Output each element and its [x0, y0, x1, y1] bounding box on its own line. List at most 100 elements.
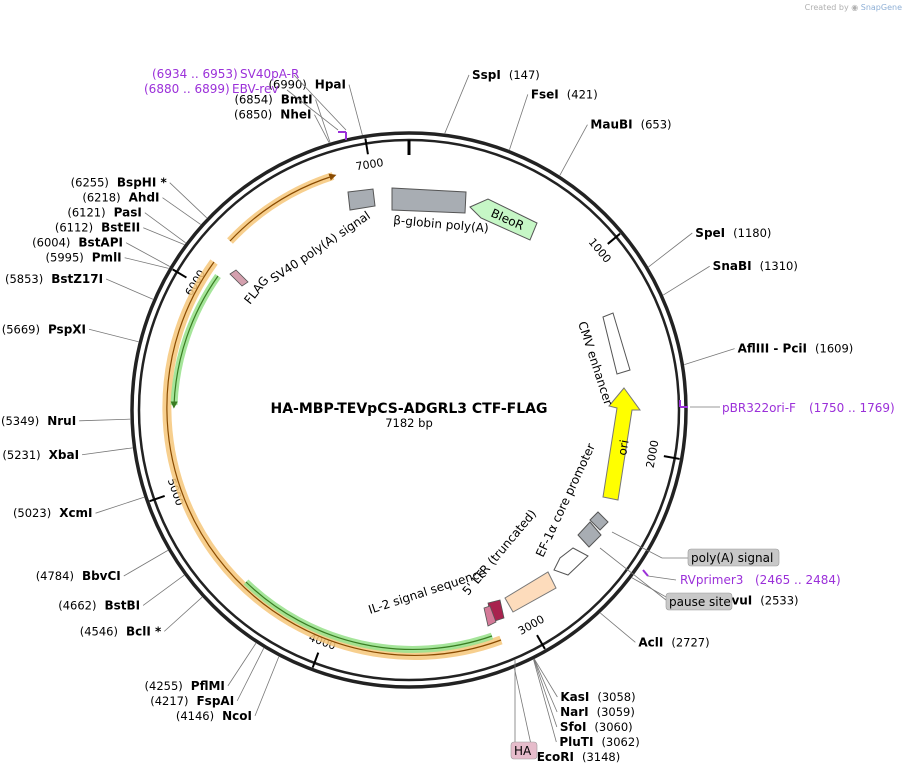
site-name: NheI	[280, 108, 311, 122]
site-position: (5023)	[13, 506, 51, 520]
site-position: (4784)	[36, 569, 74, 583]
site-position: (5669)	[2, 322, 40, 336]
site-leader-line	[600, 612, 636, 643]
site-name: BmtI	[281, 93, 313, 107]
site-leader-line	[162, 197, 201, 225]
tick-label: 2000	[644, 439, 662, 469]
site-name: BstAPI	[78, 236, 123, 250]
restriction-site: MauBI(653)	[590, 118, 671, 132]
orf-green-upper-line	[170, 275, 219, 409]
site-position: (3148)	[582, 750, 620, 764]
ha-box-label: HA	[514, 744, 532, 758]
restriction-site: FspAI (4217)	[150, 694, 234, 708]
tick-mark	[364, 138, 369, 155]
restriction-site: BstBI (4662)	[58, 598, 140, 612]
pause-site-box-label: pause site	[669, 595, 731, 609]
restriction-site: NarI(3059)	[560, 705, 635, 719]
il2-signal-shape-2	[483, 605, 497, 627]
site-leader-line	[315, 99, 331, 143]
tick-label: 1000	[586, 236, 614, 266]
site-name: PluTI	[559, 735, 593, 749]
site-position: (5349)	[1, 414, 39, 428]
primer-ebv-rev: (6880 .. 6899) EBV-rev	[144, 82, 278, 96]
site-name: FspAI	[196, 694, 234, 708]
site-position: (4146)	[176, 709, 214, 723]
restriction-site: PasI(6121)	[67, 206, 141, 220]
site-position: (6850)	[234, 108, 272, 122]
site-name: BstEII	[101, 221, 140, 235]
site-position: (6990)	[269, 78, 307, 92]
restriction-site: SfoI (3060)	[560, 720, 633, 734]
restriction-site: FseI(421)	[531, 87, 598, 101]
site-position: (6854)	[234, 93, 272, 107]
site-leader-line	[314, 114, 330, 143]
ha-box	[510, 741, 538, 760]
site-name: SpeI	[695, 226, 725, 240]
site-name: HpaI	[315, 78, 346, 92]
tick-mark	[607, 232, 621, 245]
restriction-site: AclI(2727)	[638, 635, 709, 649]
site-leader-line	[95, 496, 145, 514]
polya-box-leader	[611, 531, 663, 559]
restriction-site: BclI * (4546)	[80, 624, 162, 638]
site-name: XbaI	[49, 448, 79, 462]
site-leader-line	[144, 212, 186, 244]
site-position: (4662)	[58, 598, 96, 612]
site-leader-line	[125, 242, 170, 267]
restriction-site: PflMI(4255)	[145, 679, 225, 693]
primer-range: (2465 .. 2484)	[755, 573, 841, 587]
site-leader-line	[169, 182, 208, 219]
site-leader-line	[559, 124, 588, 176]
tick-mark	[172, 268, 187, 279]
site-name: AclI	[638, 635, 663, 649]
ef1a-promoter-shape	[553, 547, 589, 576]
site-name: BclI *	[126, 624, 162, 638]
site-position: (3060)	[594, 720, 632, 734]
site-position: (1180)	[733, 226, 771, 240]
rvprimer3-leader	[647, 575, 677, 581]
site-leader-line	[227, 643, 257, 687]
site-leader-line	[88, 328, 139, 343]
primer-name: RVprimer3	[680, 573, 743, 587]
site-position: (147)	[509, 68, 540, 82]
site-name: BstBI	[104, 598, 140, 612]
site-leader-line	[143, 227, 185, 245]
site-position: (6255)	[71, 176, 109, 190]
site-position: (5853)	[5, 272, 43, 286]
restriction-site: PluTI(3062)	[559, 735, 639, 749]
site-leader-line	[163, 596, 203, 632]
restriction-site: XcmI(5023)	[13, 506, 93, 520]
site-leader-line	[662, 265, 710, 296]
site-leader-line	[533, 659, 557, 743]
restriction-site: AflIII - PciI (1609)	[738, 342, 854, 356]
sv40-polya-shape	[347, 188, 376, 211]
site-position: (1609)	[815, 342, 853, 356]
restriction-site: BstAPI (6004)	[32, 236, 123, 250]
site-name: NruI	[47, 414, 76, 428]
site-leader-line	[79, 418, 131, 422]
site-position: (3058)	[597, 690, 635, 704]
site-name: AflIII - PciI	[738, 342, 807, 356]
primer-range: (1750 .. 1769)	[809, 401, 895, 415]
site-position: (4255)	[145, 679, 183, 693]
site-position: (4217)	[150, 694, 188, 708]
primer-sv40pa-r: (6934 .. 6953) SV40pA-R	[152, 67, 299, 81]
restriction-site-labels: SspI(147)FseI(421)MauBI(653)SpeI(1180)Sn…	[1, 68, 853, 764]
site-name: SfoI	[560, 720, 587, 734]
primer-name: EBV-rev	[232, 82, 278, 96]
grey-feature-1	[589, 511, 609, 531]
site-name: SnaBI	[713, 259, 752, 273]
orf-main-line	[166, 261, 502, 657]
site-name: BspHI *	[117, 176, 168, 190]
site-name: AhdI	[129, 191, 160, 205]
rvprimer3-mark	[642, 569, 649, 577]
backbone-outer-ring	[130, 131, 688, 689]
cmv-enhancer-shape	[602, 312, 631, 375]
site-position: (4546)	[80, 624, 118, 638]
site-name: EcoRI	[537, 750, 574, 764]
site-position: (6004)	[32, 236, 70, 250]
site-leader-line	[533, 659, 558, 728]
restriction-site: NruI (5349)	[1, 414, 76, 428]
beta-globin-polya-shape	[391, 187, 467, 214]
plasmid-name: HA-MBP-TEVpCS-ADGRL3 CTF-FLAG	[271, 401, 548, 417]
